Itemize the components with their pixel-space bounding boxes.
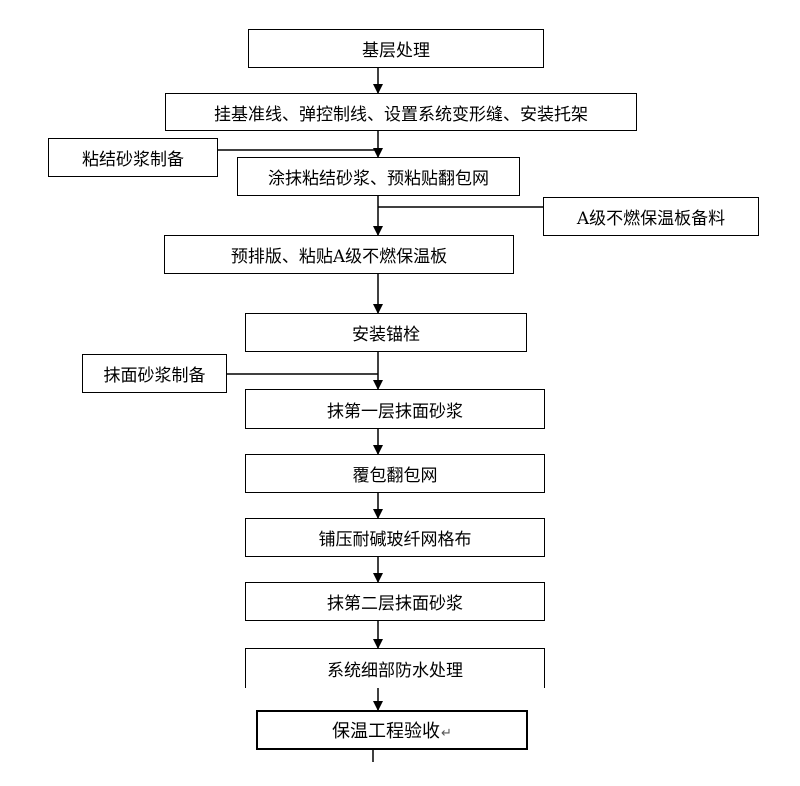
step-9-second-mortar-layer: 抹第二层抹面砂浆	[245, 582, 545, 621]
step-4-insulation-board: 预排版、粘贴A级不燃保温板	[164, 235, 514, 274]
side-input-board-materials: A级不燃保温板备料	[543, 197, 759, 236]
step-11-label: 保温工程验收	[332, 721, 441, 742]
paragraph-mark-icon: ↵	[441, 725, 452, 741]
step-2-baseline-setup: 挂基准线、弹控制线、设置系统变形缝、安装托架	[165, 93, 637, 131]
step-1-base-treatment: 基层处理	[248, 29, 544, 68]
step-3-adhesive-mortar: 涂抹粘结砂浆、预粘贴翻包网	[237, 157, 520, 196]
step-11-acceptance: 保温工程验收↵	[256, 710, 528, 750]
step-8-fiberglass-mesh: 铺压耐碱玻纤网格布	[245, 518, 545, 557]
step-6-first-mortar-layer: 抹第一层抹面砂浆	[245, 389, 545, 429]
step-5-install-anchors: 安装锚栓	[245, 313, 527, 352]
step-7-wrap-mesh: 覆包翻包网	[245, 454, 545, 493]
side-input-adhesive-prep: 粘结砂浆制备	[48, 138, 218, 177]
step-10-waterproofing: 系统细部防水处理	[245, 648, 545, 688]
side-input-plaster-prep: 抹面砂浆制备	[82, 354, 227, 393]
